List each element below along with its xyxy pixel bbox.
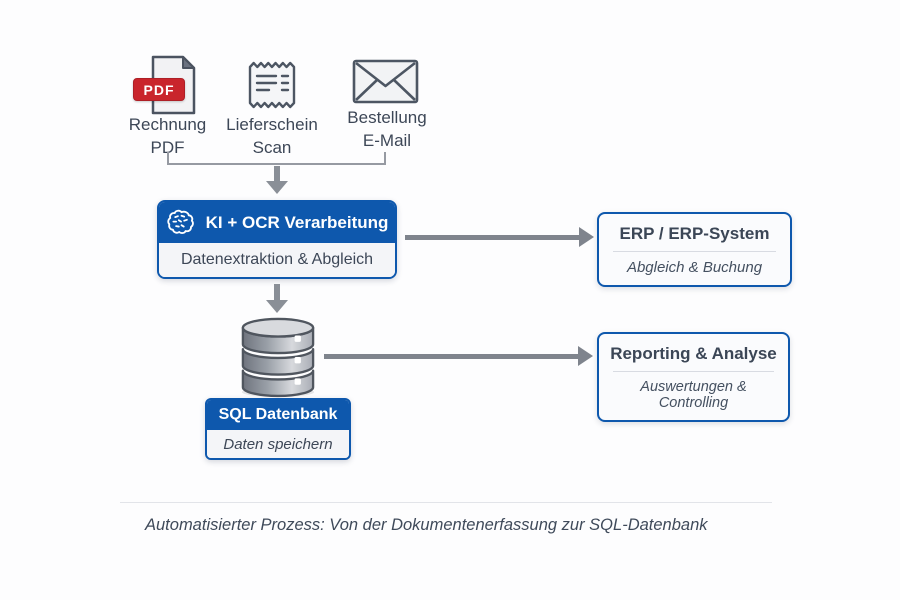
process-box: KI + OCR Verarbeitung Datenextraktion & … bbox=[157, 200, 397, 279]
reporting-title: Reporting & Analyse bbox=[610, 344, 777, 363]
erp-title: ERP / ERP-System bbox=[619, 224, 770, 243]
pdf-file-icon: PDF bbox=[133, 54, 198, 116]
reporting-box: Reporting & Analyse Auswertungen & Contr… bbox=[597, 332, 790, 422]
source-label-lieferschein: Lieferschein Scan bbox=[226, 115, 318, 157]
sql-box: SQL Datenbank Daten speichern bbox=[205, 398, 351, 460]
caption: Automatisierter Prozess: Von der Dokumen… bbox=[145, 516, 708, 534]
process-title: KI + OCR Verarbeitung bbox=[205, 212, 389, 232]
caption-divider bbox=[120, 502, 772, 503]
divider bbox=[613, 251, 776, 252]
source-label-rechnung: Rechnung PDF bbox=[128, 115, 207, 157]
erp-box: ERP / ERP-System Abgleich & Buchung bbox=[597, 212, 792, 287]
divider bbox=[613, 371, 774, 372]
source-label-bestellung: Bestellung E-Mail bbox=[347, 108, 427, 150]
database-icon bbox=[239, 314, 317, 403]
process-subtitle: Datenextraktion & Abgleich bbox=[180, 251, 374, 268]
sql-subtitle: Daten speichern bbox=[223, 435, 333, 453]
pdf-badge: PDF bbox=[133, 78, 185, 101]
reporting-subtitle: Auswertungen & Controlling bbox=[640, 379, 747, 411]
envelope-icon bbox=[352, 59, 419, 109]
brain-icon bbox=[166, 209, 197, 236]
sql-title: SQL Datenbank bbox=[218, 406, 338, 423]
receipt-icon bbox=[247, 59, 297, 116]
erp-subtitle: Abgleich & Buchung bbox=[626, 259, 763, 276]
